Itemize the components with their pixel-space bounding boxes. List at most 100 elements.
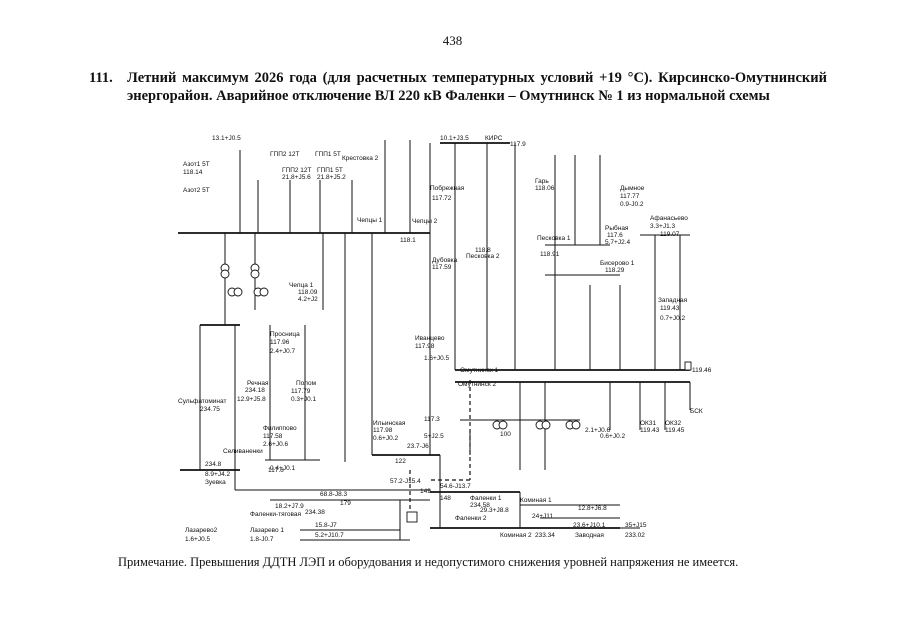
- svg-text:Ильинская: Ильинская: [373, 420, 406, 427]
- svg-text:119.45: 119.45: [665, 427, 685, 434]
- svg-text:4.2+J2: 4.2+J2: [298, 296, 318, 303]
- svg-text:119.07: 119.07: [660, 231, 680, 238]
- svg-text:2.1+J0.6: 2.1+J0.6: [585, 427, 611, 434]
- svg-text:1.8-J0.7: 1.8-J0.7: [250, 536, 274, 543]
- svg-text:23.6+J10.1: 23.6+J10.1: [573, 522, 606, 529]
- svg-text:117.72: 117.72: [432, 195, 452, 202]
- svg-text:Западная: Западная: [658, 297, 688, 304]
- svg-text:Крестовка 2: Крестовка 2: [342, 155, 379, 162]
- svg-text:ГПП1 5Т: ГПП1 5Т: [317, 167, 343, 174]
- label-kirs: КИРС: [485, 135, 503, 142]
- label-omutninsk-1: Омутнинск 1: [460, 367, 499, 374]
- svg-text:119.46: 119.46: [692, 367, 712, 374]
- svg-text:12.9+J5.8: 12.9+J5.8: [237, 396, 266, 403]
- svg-text:117.9: 117.9: [510, 141, 526, 148]
- svg-text:233.34: 233.34: [535, 532, 555, 539]
- label-top-left-load: 13.1+J0.5: [212, 135, 241, 142]
- note: Примечание. Превышения ДДТН ЛЭП и оборуд…: [118, 555, 739, 569]
- svg-text:12.8+J6.8: 12.8+J6.8: [578, 505, 607, 512]
- svg-text:118.14: 118.14: [183, 169, 203, 176]
- svg-text:118.06: 118.06: [535, 185, 555, 192]
- svg-text:117.6: 117.6: [607, 232, 623, 239]
- svg-text:Фаленки 2: Фаленки 2: [455, 515, 487, 522]
- svg-text:117.98: 117.98: [415, 343, 435, 350]
- svg-text:117.77: 117.77: [620, 193, 640, 200]
- svg-text:Песковка 2: Песковка 2: [466, 253, 500, 260]
- svg-text:Коминая 2: Коминая 2: [500, 532, 532, 539]
- svg-text:148: 148: [440, 495, 451, 502]
- svg-text:179: 179: [340, 500, 351, 507]
- svg-text:21.8+J5.6: 21.8+J5.6: [282, 174, 311, 181]
- svg-text:Зуевка: Зуевка: [205, 479, 226, 486]
- svg-text:2.4+J0.7: 2.4+J0.7: [270, 348, 296, 355]
- svg-text:0.9-J0.2: 0.9-J0.2: [620, 201, 644, 208]
- svg-text:Дубовка: Дубовка: [432, 256, 458, 264]
- svg-text:3.3+J1.3: 3.3+J1.3: [650, 223, 676, 230]
- svg-text:234.8: 234.8: [205, 461, 222, 468]
- svg-text:23.7-J6: 23.7-J6: [407, 443, 429, 450]
- svg-text:68.8-J8.3: 68.8-J8.3: [320, 491, 347, 498]
- svg-text:54.6-J13.7: 54.6-J13.7: [440, 483, 471, 490]
- svg-text:Побрежная: Побрежная: [430, 184, 465, 192]
- svg-text:ОК32: ОК32: [665, 420, 681, 427]
- svg-text:5.2+J10.7: 5.2+J10.7: [315, 532, 344, 539]
- svg-text:Лазарево2: Лазарево2: [185, 527, 218, 534]
- svg-text:Чепцы 1: Чепцы 1: [357, 217, 383, 224]
- svg-text:100: 100: [500, 431, 511, 438]
- svg-text:118.09: 118.09: [298, 289, 318, 296]
- svg-text:5.7+J2.4: 5.7+J2.4: [605, 239, 631, 246]
- svg-text:57.2-J15.4: 57.2-J15.4: [390, 478, 421, 485]
- svg-text:117.59: 117.59: [432, 264, 452, 271]
- svg-text:Сульфатоминат: Сульфатоминат: [178, 398, 226, 405]
- svg-text:118.91: 118.91: [540, 251, 560, 258]
- svg-text:18.2+J7.9: 18.2+J7.9: [275, 503, 304, 510]
- svg-text:Чепца 1: Чепца 1: [289, 282, 314, 289]
- svg-text:Гарь: Гарь: [535, 178, 549, 185]
- label-omutninsk-2: Омутнинск 2: [458, 381, 497, 388]
- label-kirs-load: 10.1+J3.5: [440, 135, 469, 142]
- svg-text:ГПП2 12Т: ГПП2 12Т: [282, 167, 312, 174]
- svg-text:Рыбная: Рыбная: [605, 224, 629, 232]
- svg-text:Азот2 5Т: Азот2 5Т: [183, 187, 210, 194]
- svg-text:ГПП2 12Т: ГПП2 12Т: [270, 151, 300, 158]
- svg-text:5+J2.5: 5+J2.5: [424, 433, 444, 440]
- svg-text:24+J11: 24+J11: [532, 513, 553, 520]
- svg-text:Бисерово 1: Бисерово 1: [600, 260, 635, 267]
- svg-text:35+J15: 35+J15: [625, 522, 647, 529]
- svg-text:117.3: 117.3: [424, 416, 440, 423]
- svg-text:234.75: 234.75: [200, 406, 220, 413]
- svg-text:119.43: 119.43: [660, 305, 680, 312]
- svg-text:122: 122: [395, 458, 406, 465]
- svg-text:Селиваненки: Селиваненки: [223, 448, 263, 455]
- svg-text:0.4+J0.1: 0.4+J0.1: [270, 465, 296, 472]
- svg-text:ОК31: ОК31: [640, 420, 656, 427]
- svg-text:149: 149: [420, 488, 431, 495]
- svg-text:8.9+J4.2: 8.9+J4.2: [205, 471, 231, 478]
- svg-text:ГПП1 5Т: ГПП1 5Т: [315, 151, 341, 158]
- svg-text:1.6+J0.5: 1.6+J0.5: [185, 536, 211, 543]
- svg-text:0.6+J0.2: 0.6+J0.2: [373, 435, 399, 442]
- svg-text:233.02: 233.02: [625, 532, 645, 539]
- svg-text:Лазарево 1: Лазарево 1: [250, 527, 284, 534]
- svg-text:БСК: БСК: [690, 408, 703, 415]
- svg-text:15.8-J7: 15.8-J7: [315, 522, 337, 529]
- svg-text:117.96: 117.96: [270, 339, 290, 346]
- svg-text:Полом: Полом: [296, 380, 317, 387]
- svg-text:Коминая 1: Коминая 1: [520, 497, 552, 504]
- svg-text:Песковка 1: Песковка 1: [537, 235, 571, 242]
- svg-text:Филиппово: Филиппово: [263, 425, 297, 432]
- svg-text:117.6: 117.6: [268, 467, 284, 474]
- svg-text:2.6+J0.6: 2.6+J0.6: [263, 441, 289, 448]
- svg-text:Заводная: Заводная: [575, 532, 604, 539]
- svg-text:21.8+J5.2: 21.8+J5.2: [317, 174, 346, 181]
- svg-text:117.79: 117.79: [291, 388, 311, 395]
- svg-text:29.3+J8.8: 29.3+J8.8: [480, 507, 509, 514]
- svg-text:Просница: Просница: [270, 331, 300, 338]
- svg-text:117.58: 117.58: [263, 433, 283, 440]
- caption: 111. Летний максимум 2026 года (для расч…: [89, 69, 827, 105]
- svg-text:118.1: 118.1: [400, 237, 416, 244]
- svg-text:234.58: 234.58: [470, 502, 490, 509]
- label-azot1: Азот1 5Т: [183, 161, 210, 168]
- svg-text:0.3+J0.1: 0.3+J0.1: [291, 396, 317, 403]
- svg-text:118.8: 118.8: [475, 247, 491, 254]
